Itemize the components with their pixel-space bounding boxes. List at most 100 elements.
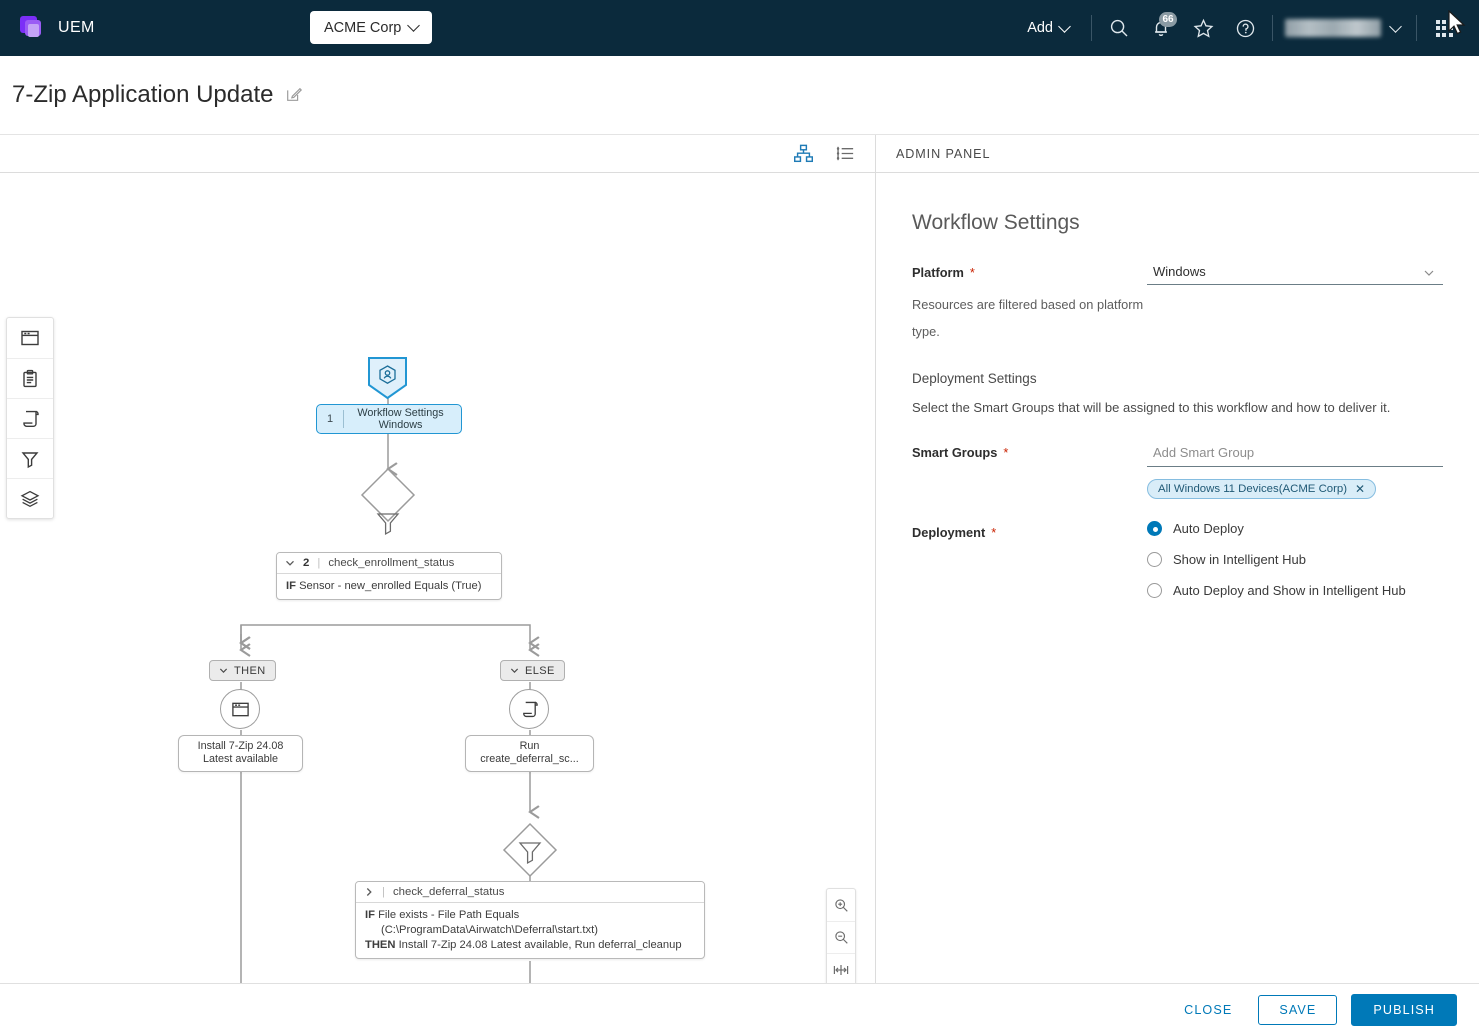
workflow-settings-node[interactable]: 1 Workflow Settings Windows <box>316 404 462 434</box>
canvas-zoom-controls <box>826 888 856 983</box>
divider <box>343 410 344 428</box>
node-condition-text: IF Sensor - new_enrolled Equals (True) <box>277 574 501 599</box>
radio-indicator <box>1147 521 1162 536</box>
platform-control: Windows <box>1147 261 1443 285</box>
search-icon[interactable] <box>1098 7 1140 49</box>
node-number: 2 <box>303 557 310 569</box>
edit-pencil-icon[interactable] <box>285 85 303 108</box>
chevron-down-icon <box>219 668 228 673</box>
check-deferral-status-node[interactable]: | check_deferral_status IF File exists -… <box>355 881 705 959</box>
action-line-1: Run <box>519 740 540 752</box>
layers-icon[interactable] <box>7 478 53 518</box>
if-expression-path: (C:\ProgramData\Airwatch\Deferral\start.… <box>381 924 598 936</box>
application-icon[interactable] <box>220 689 260 729</box>
tenant-selector[interactable]: ACME Corp <box>310 11 433 44</box>
install-7zip-action-node[interactable]: Install 7-Zip 24.08 Latest available <box>178 735 303 772</box>
divider <box>1091 15 1092 41</box>
save-button[interactable]: SAVE <box>1258 994 1338 1025</box>
node-palette <box>6 317 54 519</box>
application-icon[interactable] <box>7 318 53 358</box>
node-condition-text: IF File exists - File Path Equals (C:\Pr… <box>356 903 704 958</box>
footer-actions: CLOSE SAVE PUBLISH <box>0 983 1479 1035</box>
check-enrollment-status-node[interactable]: 2 | check_enrollment_status IF Sensor - … <box>276 552 502 600</box>
panel-heading: Workflow Settings <box>912 211 1080 234</box>
radio-auto-deploy-and-show[interactable]: Auto Deploy and Show in Intelligent Hub <box>1147 583 1443 598</box>
deployment-field-row: Deployment* Auto Deploy Show in Intellig… <box>912 521 1443 614</box>
smart-groups-control: All Windows 11 Devices(ACME Corp) ✕ <box>1147 441 1443 499</box>
required-marker: * <box>991 525 997 540</box>
node-header[interactable]: | check_deferral_status <box>356 882 704 903</box>
list-view-icon[interactable] <box>831 141 859 167</box>
platform-field-row: Platform* Windows <box>912 261 1443 285</box>
script-icon[interactable] <box>7 398 53 438</box>
deployment-label: Deployment* <box>912 525 997 540</box>
workflow-badge-icon <box>365 355 410 401</box>
radio-show-in-intelligent-hub[interactable]: Show in Intelligent Hub <box>1147 552 1443 567</box>
publish-button[interactable]: PUBLISH <box>1351 993 1457 1026</box>
radio-label: Auto Deploy and Show in Intelligent Hub <box>1173 583 1406 598</box>
add-menu-button[interactable]: Add <box>1011 19 1085 36</box>
divider <box>1416 15 1417 41</box>
star-icon[interactable] <box>1182 7 1224 49</box>
help-icon[interactable] <box>1224 7 1266 49</box>
notification-bell-icon[interactable]: 66 <box>1140 7 1182 49</box>
node-name: check_enrollment_status <box>328 557 455 569</box>
script-icon[interactable] <box>509 689 549 729</box>
if-keyword: IF <box>365 909 375 921</box>
chevron-down-icon <box>1389 19 1402 33</box>
smart-groups-field-row: Smart Groups* All Windows 11 Devices(ACM… <box>912 441 1443 499</box>
action-line-2: Latest available <box>202 753 279 766</box>
required-marker: * <box>969 265 975 280</box>
admin-panel-body: Workflow Settings Platform* Windows <box>876 173 1479 620</box>
tenant-label: ACME Corp <box>324 19 402 36</box>
deployment-settings-heading: Deployment Settings <box>912 371 1037 386</box>
workflow-canvas[interactable]: 1 Workflow Settings Windows 2 | check_en… <box>0 173 875 983</box>
smart-groups-input[interactable] <box>1147 441 1443 467</box>
node-header[interactable]: 2 | check_enrollment_status <box>277 553 501 574</box>
platform-label: Platform* <box>912 265 975 280</box>
zoom-out-icon[interactable] <box>827 921 855 953</box>
action-line-1: Install 7-Zip 24.08 <box>197 740 284 752</box>
else-label: ELSE <box>525 664 555 677</box>
brand[interactable]: UEM <box>20 15 95 41</box>
smart-groups-label: Smart Groups* <box>912 445 1009 460</box>
radio-label: Show in Intelligent Hub <box>1173 552 1306 567</box>
user-account-menu[interactable] <box>1279 19 1410 37</box>
radio-indicator <box>1147 583 1162 598</box>
chevron-down-icon <box>510 668 519 673</box>
close-button[interactable]: CLOSE <box>1172 995 1244 1025</box>
then-label: THEN <box>234 664 266 677</box>
remove-chip-icon[interactable]: ✕ <box>1355 482 1366 496</box>
run-deferral-script-action-node[interactable]: Run create_deferral_sc... <box>465 735 594 772</box>
then-keyword: THEN <box>365 939 396 951</box>
else-branch-pill[interactable]: ELSE <box>500 660 565 681</box>
radio-indicator <box>1147 552 1162 567</box>
notification-badge: 66 <box>1159 12 1177 27</box>
flow-connectors <box>0 396 558 983</box>
then-branch-pill[interactable]: THEN <box>209 660 276 681</box>
zoom-in-icon[interactable] <box>827 889 855 921</box>
nav-actions: Add 66 <box>1011 7 1465 49</box>
clipboard-icon[interactable] <box>7 358 53 398</box>
admin-panel-header: ADMIN PANEL <box>876 135 1479 173</box>
then-expression: Install 7-Zip 24.08 Latest available, Ru… <box>398 939 682 951</box>
top-navigation-bar: UEM ACME Corp Add 66 <box>0 0 1479 56</box>
smart-group-chip[interactable]: All Windows 11 Devices(ACME Corp) ✕ <box>1147 479 1377 499</box>
platform-select[interactable]: Windows <box>1147 261 1443 285</box>
smart-group-chip-label: All Windows 11 Devices(ACME Corp) <box>1158 483 1348 495</box>
platform-help-row: Resources are filtered based on platform… <box>912 291 1443 345</box>
hierarchy-view-icon[interactable] <box>789 141 817 167</box>
platform-help-text: Resources are filtered based on platform… <box>912 297 1144 339</box>
mouse-cursor <box>1448 10 1466 35</box>
node-name: check_deferral_status <box>392 886 505 898</box>
chevron-down-icon <box>286 560 294 566</box>
add-label: Add <box>1027 20 1053 36</box>
fit-to-screen-icon[interactable] <box>827 953 855 983</box>
admin-panel: ADMIN PANEL Workflow Settings Platform* … <box>876 135 1479 983</box>
radio-auto-deploy[interactable]: Auto Deploy <box>1147 521 1443 536</box>
divider: | <box>382 886 385 898</box>
chevron-right-icon <box>366 888 372 896</box>
page-title: 7-Zip Application Update <box>12 81 274 108</box>
filter-icon[interactable] <box>7 438 53 478</box>
chevron-down-icon <box>407 19 421 32</box>
